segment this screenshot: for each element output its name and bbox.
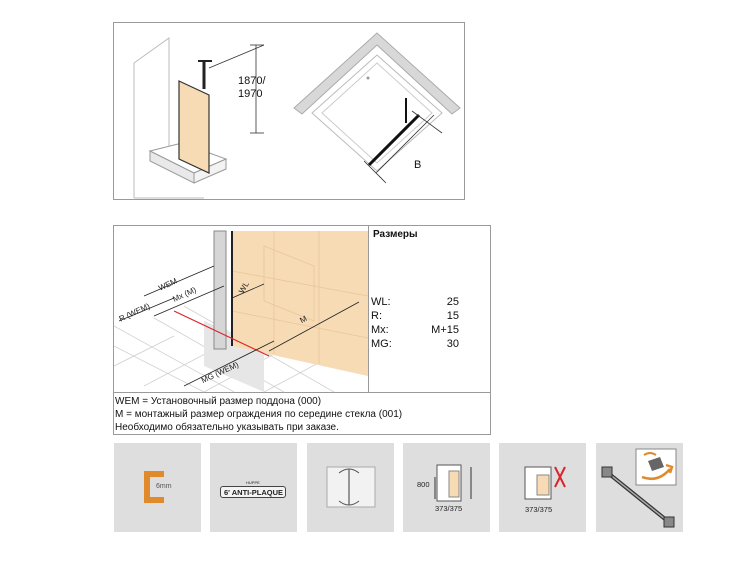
no-mount-tile: 373/375 — [499, 443, 586, 532]
side-view-drawing — [133, 37, 265, 199]
legend-m: M = монтажный размер ограждения по серед… — [115, 409, 403, 420]
glass-thickness-label: 6mm — [156, 483, 172, 490]
stabilizer-tile — [596, 443, 683, 532]
width-label: B — [414, 159, 422, 171]
size-value: 30 — [446, 338, 459, 350]
anti-plaque-brand: HUPPE — [246, 480, 260, 485]
height-label-line2: 1970 — [238, 88, 263, 100]
installation-plan-drawing — [113, 230, 369, 393]
size-value: 15 — [446, 310, 459, 322]
size-key: MG: — [371, 338, 392, 350]
size-value: M+15 — [431, 324, 459, 336]
legend-divider — [113, 392, 491, 393]
height-800-tile: 800 373/375 — [403, 443, 490, 532]
height-label-line1: 1870/ — [238, 75, 266, 87]
sizes-title: Размеры — [373, 229, 418, 240]
stabilizer-bar-icon — [601, 448, 677, 528]
restriction-icon — [524, 466, 566, 500]
door-swing-tile — [307, 443, 394, 532]
height-label: 1870/ 1970 — [238, 75, 266, 101]
legend-order-note: Необходимо обязательно указывать при зак… — [115, 422, 339, 433]
size-key: WL: — [371, 296, 391, 308]
size-value: 25 — [446, 296, 459, 308]
anti-plaque-badge: 6' ANTI-PLAQUE — [220, 486, 286, 498]
panel-height-icon — [434, 464, 472, 502]
anti-plaque-label: 6' ANTI-PLAQUE — [224, 488, 284, 497]
height-800-label: 800 — [417, 480, 430, 489]
panel-divider — [368, 225, 369, 393]
legend-wem: WEM = Установочный размер поддона (000) — [115, 396, 322, 407]
top-view-drawing — [293, 32, 461, 184]
top-diagram-panel: 1870/ 1970 B — [113, 22, 465, 200]
anti-plaque-tile: HUPPE 6' ANTI-PLAQUE — [210, 443, 297, 532]
door-swing-icon — [326, 466, 376, 508]
size-key: R: — [371, 310, 382, 322]
bracket-icon — [144, 471, 164, 503]
width-373-label-a: 373/375 — [435, 504, 463, 513]
size-key: Mx: — [371, 324, 389, 336]
glass-thickness-tile: 6mm — [114, 443, 201, 532]
width-373-label-b: 373/375 — [525, 505, 553, 514]
